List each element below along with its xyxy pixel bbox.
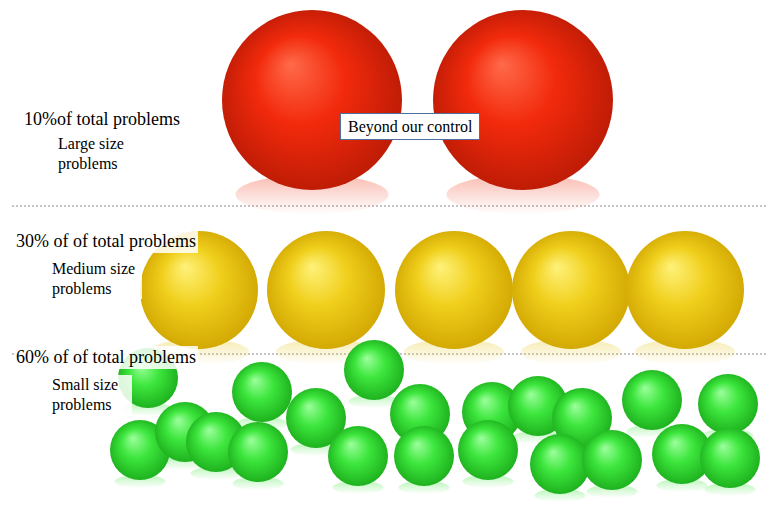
small-problem-ball [622, 370, 682, 430]
small-problem-ball [228, 422, 288, 482]
share-label: 30% of of total problems [14, 230, 198, 253]
small-problem-ball [232, 362, 292, 422]
small-problem-ball [698, 374, 758, 434]
small-problem-ball [582, 430, 642, 490]
medium-problem-ball [395, 231, 513, 349]
tier-label: Medium size problems [50, 259, 142, 299]
small-problem-ball [394, 426, 454, 486]
small-problem-ball [328, 426, 388, 486]
large-problem-ball [222, 10, 402, 190]
small-problem-ball [700, 428, 760, 488]
medium-problem-ball [626, 231, 744, 349]
callout-text: Beyond our control [348, 117, 472, 136]
small-problem-ball [344, 340, 404, 400]
callout-box: Beyond our control [340, 113, 480, 140]
tier-divider [12, 206, 766, 207]
share-label: 10%of total problems [22, 108, 182, 131]
large-problem-ball [433, 10, 613, 190]
medium-problem-ball [267, 231, 385, 349]
medium-problem-ball [512, 231, 630, 349]
tier-label: Small size problems [50, 375, 132, 415]
small-problem-ball [458, 420, 518, 480]
small-problem-ball [530, 434, 590, 494]
share-label: 60% of of total problems [14, 346, 198, 369]
tier-label: Large size problems [56, 134, 146, 174]
